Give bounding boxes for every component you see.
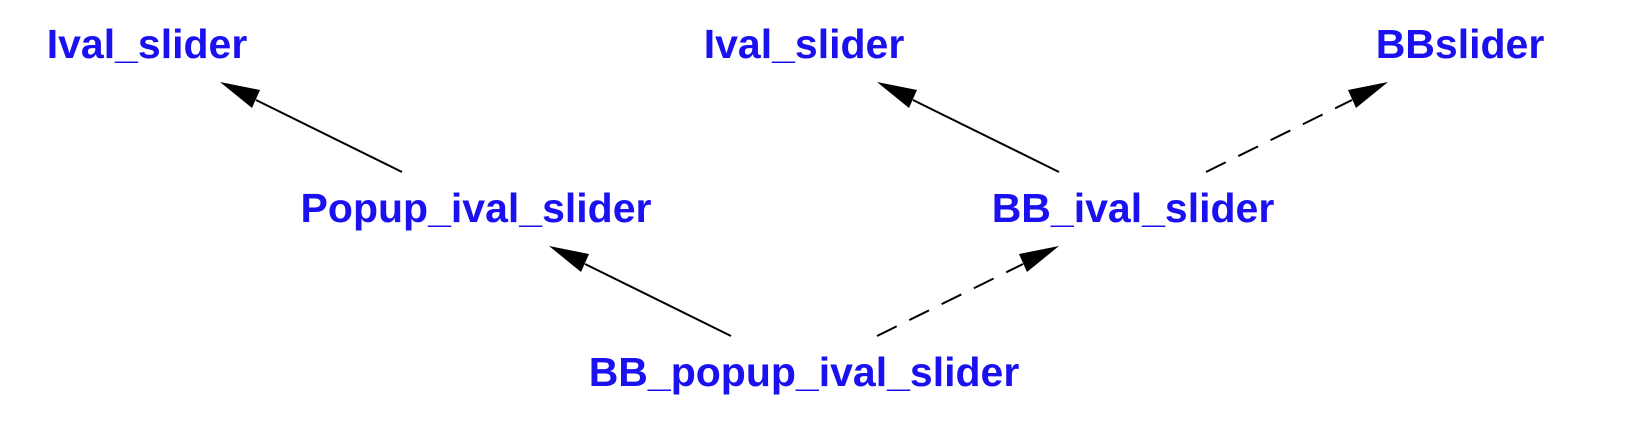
- node-bb-ival-slider: BB_ival_slider: [991, 185, 1275, 231]
- edge-line: [912, 99, 1060, 173]
- edge-bbival-to-ival-right: [877, 82, 1060, 173]
- edge-bbival-to-bbslider: [1205, 82, 1388, 173]
- arrowhead: [1019, 246, 1059, 272]
- edge-line: [876, 263, 1024, 337]
- node-ival-slider-left: Ival_slider: [46, 21, 248, 67]
- node-ival-slider-right: Ival_slider: [703, 21, 905, 67]
- node-bbslider: BBslider: [1375, 21, 1545, 67]
- arrowhead: [220, 82, 260, 108]
- node-popup-ival-slider: Popup_ival_slider: [300, 185, 652, 231]
- edge-line: [255, 99, 403, 173]
- edge-bbpopup-to-bbival: [876, 246, 1059, 337]
- arrowhead: [1348, 82, 1388, 108]
- arrowhead: [877, 82, 917, 108]
- edge-bbpopup-to-popup: [549, 246, 732, 337]
- edge-line: [1205, 99, 1353, 173]
- arrowhead: [549, 246, 589, 272]
- edge-popup-to-ival-left: [220, 82, 403, 173]
- edge-line: [584, 263, 732, 337]
- node-bb-popup-ival-slider: BB_popup_ival_slider: [588, 349, 1020, 395]
